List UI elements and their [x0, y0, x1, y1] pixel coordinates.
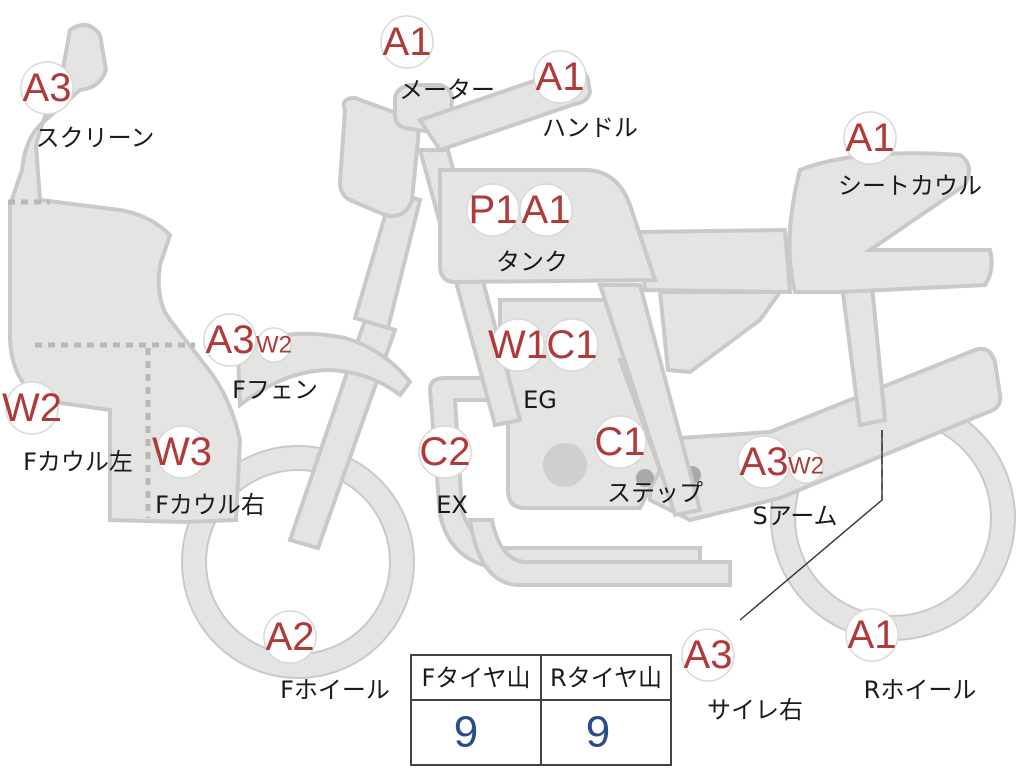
tire-table-header-rear: Rタイヤ山	[550, 664, 662, 692]
grade-badge-seat-cowl-0: A1	[846, 116, 895, 160]
grade-badge-circle	[20, 61, 74, 115]
front-wheel-shape	[182, 446, 414, 678]
tire-table-value-rear: 9	[586, 708, 610, 757]
seat-shape	[637, 227, 793, 295]
tire-table-value-front: 9	[454, 708, 478, 757]
grade-badge-circle	[843, 111, 897, 165]
grade-badge-circle	[203, 313, 257, 367]
grade-badge-circle	[491, 318, 545, 372]
grade-badge-circle	[788, 448, 824, 484]
grade-badge-circle	[681, 628, 735, 682]
part-meter: A1 メーター	[380, 15, 495, 104]
part-label-f-cowl-left: Fカウル左	[23, 448, 133, 476]
grade-badge-circle	[845, 608, 899, 662]
grade-badge-silencer-right-0: A3	[684, 633, 733, 677]
part-step: C1 ステップ	[593, 415, 703, 507]
grade-badge-swing-arm-1: W2	[788, 453, 824, 480]
grade-badge-f-cowl-left-0: W2	[2, 386, 62, 430]
part-label-step: ステップ	[607, 479, 703, 507]
grade-badge-exhaust-0: C2	[419, 430, 470, 474]
grade-badge-screen-0: A3	[23, 66, 72, 110]
tire-tread-table: Fタイヤ山 Rタイヤ山 9 9	[410, 654, 672, 766]
grade-badge-handle-0: A1	[536, 55, 585, 99]
part-label-screen: スクリーン	[36, 124, 155, 152]
grade-badge-circle	[256, 327, 292, 363]
part-label-engine: EG	[523, 386, 557, 414]
part-silencer-right: A3 サイレ右	[681, 628, 803, 724]
part-handle: A1 ハンドル	[533, 50, 638, 142]
part-label-f-cowl-right: Fカウル右	[155, 491, 265, 519]
part-label-exhaust: EX	[436, 491, 468, 519]
part-label-tank: タンク	[496, 248, 568, 276]
grade-badge-circle	[466, 183, 520, 237]
part-screen: A3 スクリーン	[20, 61, 155, 152]
grade-badge-r-wheel-0: A1	[848, 613, 897, 657]
grade-badge-f-fender-1: W2	[256, 332, 292, 359]
grade-badge-circle	[593, 415, 647, 469]
part-label-seat-cowl: シートカウル	[838, 172, 982, 200]
part-seat-cowl: A1 シートカウル	[838, 111, 982, 200]
grade-badge-circle	[533, 50, 587, 104]
tire-table-header-front: Fタイヤ山	[421, 664, 530, 692]
part-label-swing-arm: Sアーム	[752, 502, 837, 530]
part-label-meter: メーター	[399, 76, 495, 104]
grade-badge-swing-arm-0: A3	[740, 440, 789, 484]
grade-badge-circle	[263, 610, 317, 664]
grade-badge-circle	[519, 183, 573, 237]
grade-badge-circle	[5, 381, 59, 435]
grade-badge-tank-0: P1	[469, 188, 518, 232]
grade-badge-meter-0: A1	[383, 20, 432, 64]
headlight-shape	[337, 95, 421, 218]
grade-badge-engine-1: C1	[546, 323, 597, 367]
grade-badge-f-cowl-right-0: W3	[152, 430, 212, 474]
grade-badge-circle	[380, 15, 434, 69]
frame-rear-shape	[597, 283, 703, 518]
part-label-r-wheel: Rホイール	[864, 676, 977, 704]
part-label-silencer-right: サイレ右	[707, 696, 803, 724]
grade-badge-step-0: C1	[594, 420, 645, 464]
grade-badge-circle	[545, 318, 599, 372]
grade-badge-tank-1: A1	[522, 188, 571, 232]
part-label-f-wheel: Fホイール	[280, 676, 390, 704]
grade-badge-f-wheel-0: A2	[266, 615, 315, 659]
lower-pipe-shape	[467, 518, 732, 587]
grade-badge-circle	[155, 425, 209, 479]
swing-arm-shape	[648, 346, 1003, 523]
grade-badge-f-fender-0: A3	[206, 318, 255, 362]
part-label-f-fender: Fフェン	[232, 376, 318, 404]
part-label-handle: ハンドル	[542, 114, 638, 142]
front-cowl-shape	[8, 23, 243, 525]
grade-badge-circle	[418, 425, 472, 479]
grade-badge-engine-0: W1	[488, 323, 548, 367]
